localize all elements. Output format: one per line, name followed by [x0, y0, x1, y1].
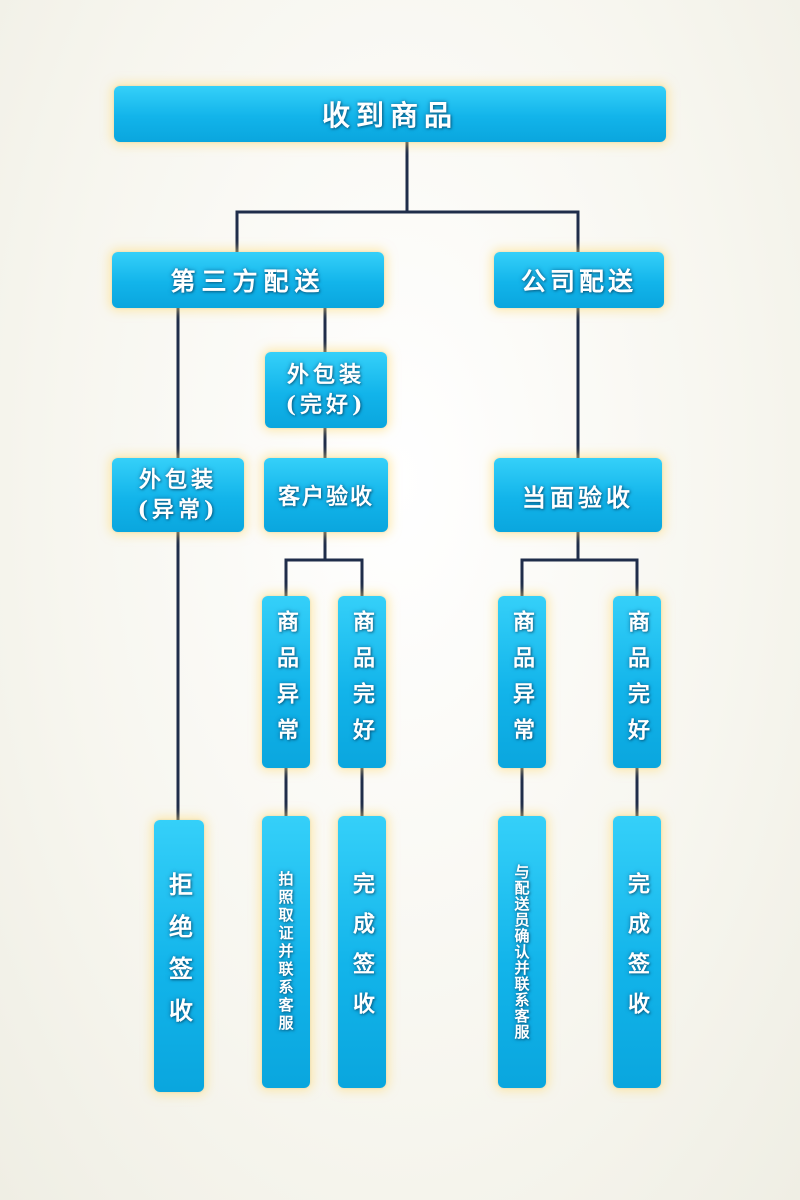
- node-confirm-and-contact: 与配送员确认并联系客服: [498, 816, 546, 1088]
- node-package-abnormal: 外包装 (异常): [112, 458, 244, 532]
- node-fc-goods-abnormal: 商品异常: [498, 596, 546, 768]
- node-cc-complete-signing: 完成签收: [338, 816, 386, 1088]
- node-fc-complete-signing: 完成签收: [613, 816, 661, 1088]
- node-fc-goods-intact: 商品完好: [613, 596, 661, 768]
- node-company-delivery: 公司配送: [494, 252, 664, 308]
- node-cc-goods-abnormal: 商品异常: [262, 596, 310, 768]
- node-photo-and-contact: 拍照取证并联系客服: [262, 816, 310, 1088]
- node-root: 收到商品: [114, 86, 666, 142]
- node-cc-goods-intact: 商品完好: [338, 596, 386, 768]
- connector-face-check-split: [520, 530, 639, 598]
- node-reject-signing: 拒绝签收: [154, 820, 204, 1092]
- node-package-intact: 外包装 (完好): [265, 352, 387, 428]
- connector-customer-check-split: [284, 530, 364, 598]
- node-third-party-delivery: 第三方配送: [112, 252, 384, 308]
- node-customer-check: 客户验收: [264, 458, 388, 532]
- connector-root-split: [235, 140, 580, 254]
- node-face-check: 当面验收: [494, 458, 662, 532]
